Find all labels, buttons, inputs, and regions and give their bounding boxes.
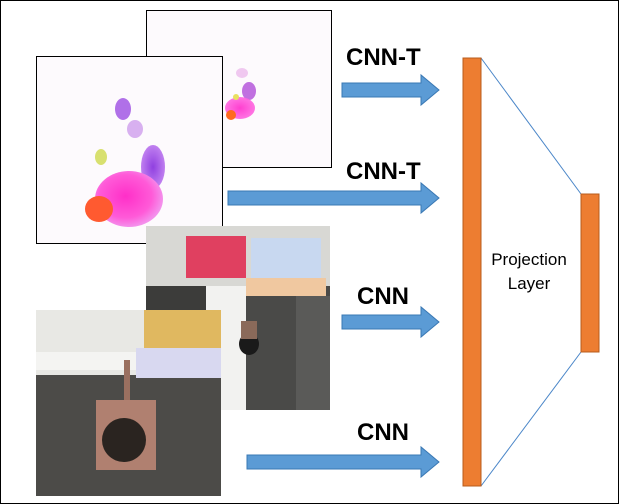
connector-top	[480, 57, 582, 195]
projection-layer-bar	[580, 193, 600, 353]
arrow-cnn-t-1	[341, 73, 440, 107]
arrow-cnn-1	[341, 305, 440, 339]
stream-label-cnn-2: CNN	[357, 419, 409, 446]
arrow-cnn-2	[246, 445, 440, 479]
projection-label-line1: Projection	[491, 250, 567, 269]
optical-flow-front-graphic	[37, 57, 222, 243]
stream-label-cnn-t-1: CNN-T	[346, 44, 421, 71]
projection-layer-label: Projection Layer	[474, 248, 584, 296]
rgb-frame-front-graphic	[36, 310, 221, 496]
projection-label-line2: Layer	[507, 274, 551, 293]
arrow-cnn-t-2	[227, 181, 440, 215]
optical-flow-image-front	[36, 56, 223, 244]
stream-label-cnn-t-2: CNN-T	[346, 158, 421, 185]
stream-label-cnn-1: CNN	[357, 283, 409, 310]
connector-bottom	[480, 351, 582, 487]
input-layer-bar	[462, 57, 482, 487]
rgb-frame-image-front	[36, 310, 221, 496]
